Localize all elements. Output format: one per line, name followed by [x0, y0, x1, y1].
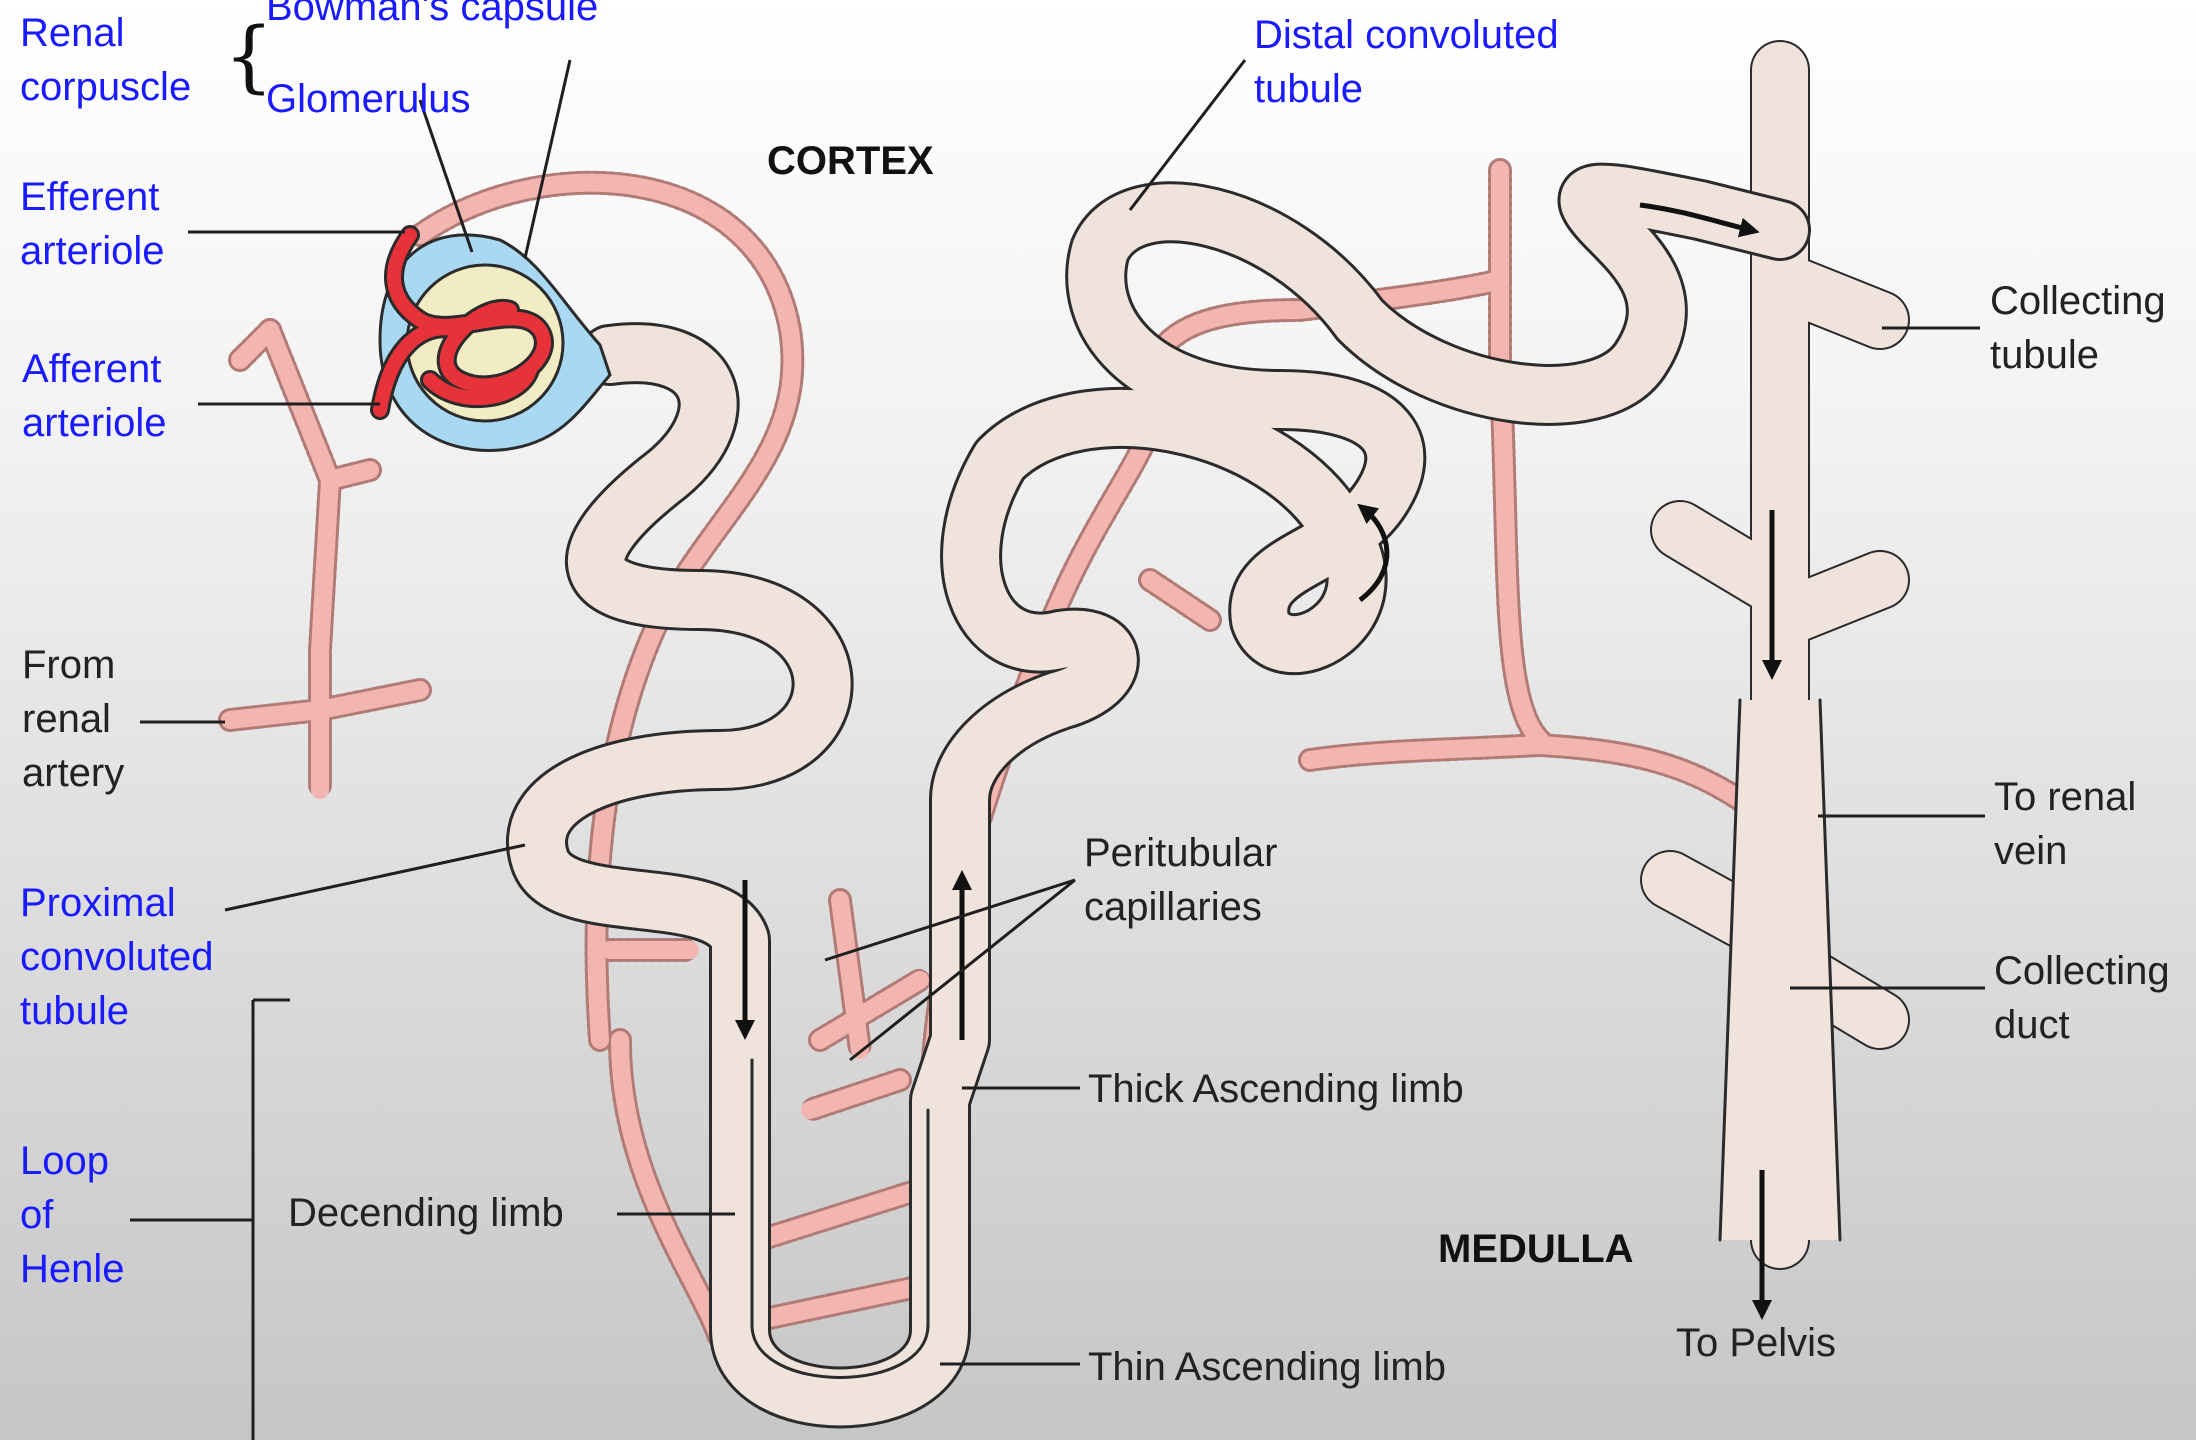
- glomerulus-label: Glomerulus: [266, 72, 471, 126]
- to-renal-vein-label: To renal vein: [1994, 770, 2136, 878]
- to-pelvis-label: To Pelvis: [1676, 1316, 1836, 1370]
- afferent-arteriole-label: Afferent arteriole: [22, 342, 167, 450]
- renal-corpuscle-label: Renal corpuscle: [20, 6, 191, 114]
- cortex-label: CORTEX: [767, 134, 934, 188]
- efferent-arteriole-label: Efferent arteriole: [20, 170, 165, 278]
- renal-tubule: [537, 194, 1780, 1398]
- thick-ascending-limb-label: Thick Ascending limb: [1088, 1062, 1464, 1116]
- bowmans-capsule-label: Bowman's capsule: [266, 0, 598, 34]
- thin-ascending-limb-label: Thin Ascending limb: [1088, 1340, 1446, 1394]
- from-renal-artery-label: From renal artery: [22, 638, 124, 800]
- distal-convoluted-tubule-label: Distal convoluted tubule: [1254, 8, 1559, 116]
- medulla-label: MEDULLA: [1438, 1222, 1634, 1276]
- collecting-duct-label: Collecting duct: [1994, 944, 2170, 1052]
- loop-of-henle-label: Loop of Henle: [20, 1134, 125, 1296]
- proximal-convoluted-tubule-label: Proximal convoluted tubule: [20, 876, 213, 1038]
- descending-limb-label: Decending limb: [288, 1186, 564, 1240]
- collecting-tubule-label: Collecting tubule: [1990, 274, 2166, 382]
- peritubular-capillaries-label: Peritubular capillaries: [1084, 826, 1277, 934]
- renal-corpuscle-graphic: [380, 235, 610, 451]
